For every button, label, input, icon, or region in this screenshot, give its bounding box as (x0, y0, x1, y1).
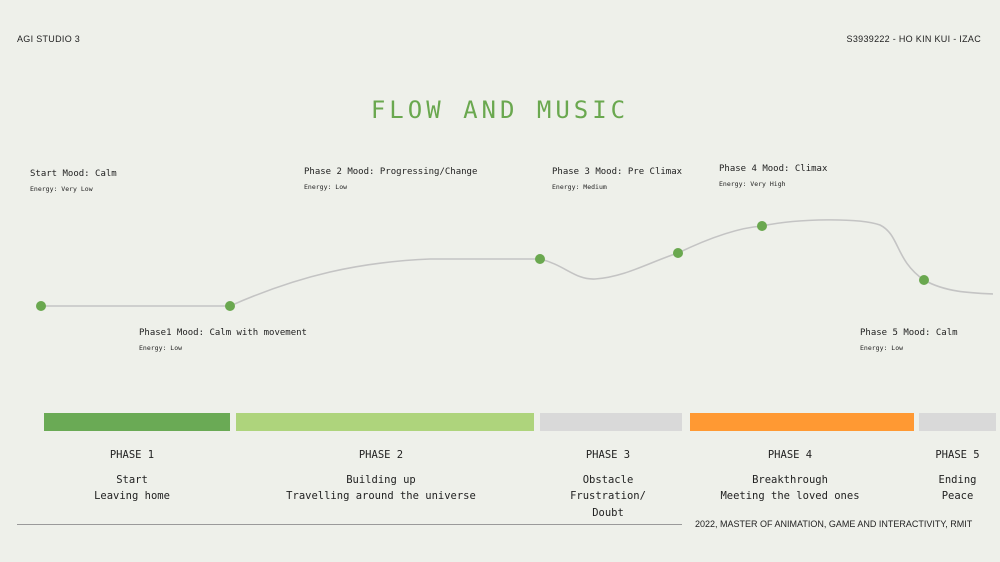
phase2-info: PHASE 2 Building up Travelling around the … (236, 447, 526, 505)
point-phase5 (919, 275, 929, 285)
phase-line: Frustration/ (570, 490, 646, 502)
energy-text: Energy: Low (304, 183, 348, 191)
mood-text: Phase 4 Mood: Climax (719, 164, 828, 174)
phase-line: Ending (938, 473, 977, 486)
energy-text: Energy: Medium (552, 183, 607, 191)
phase-line: Meeting the loved ones (720, 490, 860, 502)
energy-text: Energy: Low (139, 344, 183, 352)
energy-text: Energy: Very Low (30, 185, 93, 193)
mood-text: Phase 2 Mood: Progressing/Change (304, 167, 478, 177)
phase-line: Obstacle (582, 473, 634, 486)
point-start (36, 301, 46, 311)
phase-name: PHASE 1 (109, 449, 155, 461)
point-phase3 (673, 248, 683, 258)
mood-text: Phase 5 Mood: Calm (860, 328, 958, 338)
energy-text: Energy: Low (860, 344, 904, 352)
phase4-bar (690, 413, 914, 431)
phase-line: Breakthrough (752, 473, 828, 486)
mood-text: Phase 3 Mood: Pre Climax (552, 167, 683, 177)
phase5-bar (919, 413, 996, 431)
point-phase4 (757, 221, 767, 231)
phase-name: PHASE 3 (585, 449, 631, 461)
point-phase1 (225, 301, 235, 311)
mood-text: Phase1 Mood: Calm with movement (139, 328, 307, 338)
energy-text: Energy: Very High (719, 180, 786, 188)
phase-line: Travelling around the universe (286, 490, 476, 502)
author-label: S3939222 - HO KIN KUI - IZAC (846, 34, 981, 44)
page-title: FLOW AND MUSIC (370, 96, 630, 124)
phase-line: Leaving home (94, 490, 170, 502)
point-phase2 (535, 254, 545, 264)
phase-line: Start (116, 473, 148, 486)
phase3-bar (540, 413, 682, 431)
footer-text: 2022, MASTER OF ANIMATION, GAME AND INTE… (695, 519, 973, 529)
footer-divider (17, 524, 682, 525)
phase-line: Building up (346, 473, 416, 486)
phase-line: Doubt (592, 506, 624, 519)
phase2-bar (236, 413, 534, 431)
course-label: AGI STUDIO 3 (17, 34, 81, 44)
phase-name: PHASE 4 (767, 449, 813, 461)
mood-text: Start Mood: Calm (30, 169, 117, 179)
phase-line: Peace (941, 490, 974, 502)
phase-name: PHASE 5 (935, 449, 980, 461)
energy-curve (41, 219, 994, 307)
phase1-bar (44, 413, 230, 431)
phase-name: PHASE 2 (358, 449, 404, 461)
